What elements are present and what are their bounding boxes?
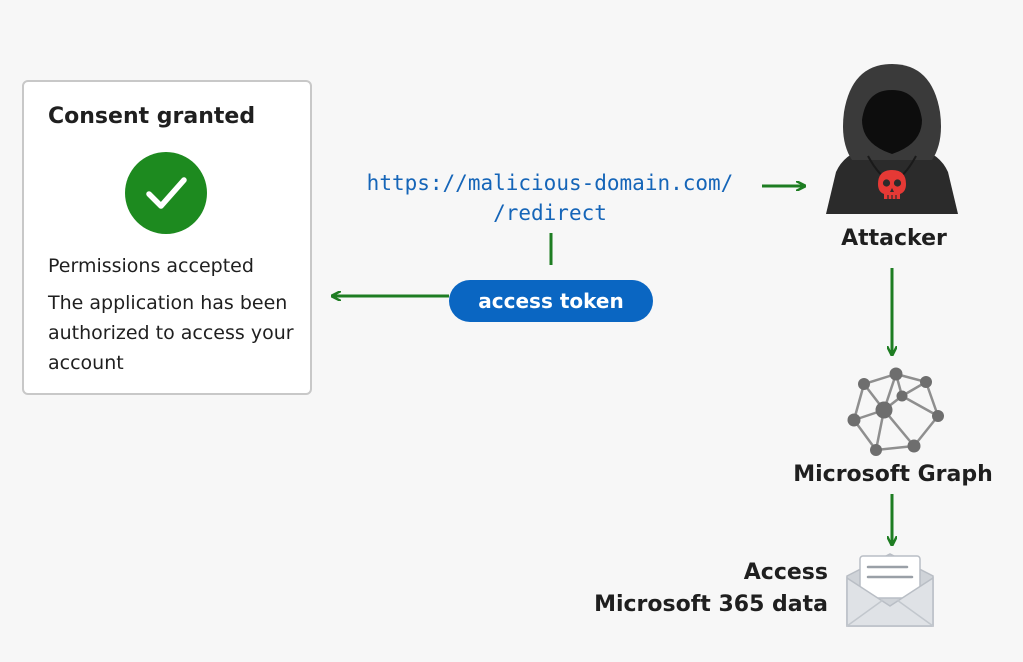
access-token-pill: access token [449,280,653,322]
hooded-attacker-icon [826,64,958,214]
consent-card: Consent granted Permissions accepted The… [22,80,312,395]
card-title: Consent granted [48,104,256,129]
access-label: Access Microsoft 365 data [560,557,828,621]
redirect-url-line1: https://malicious-domain.com/ [366,171,734,195]
network-graph-icon [847,367,944,456]
check-circle-icon [125,152,207,234]
attacker-label: Attacker [841,226,947,251]
card-description: The application has been authorized to a… [48,292,294,374]
redirect-url: https://malicious-domain.com/ /redirect [330,168,770,228]
card-status: Permissions accepted [48,255,254,277]
redirect-url-line2: /redirect [493,201,607,225]
graph-label: Microsoft Graph [793,462,993,487]
access-label-line2: Microsoft 365 data [594,592,828,617]
access-label-line1: Access [743,560,828,585]
envelope-icon [846,553,934,627]
